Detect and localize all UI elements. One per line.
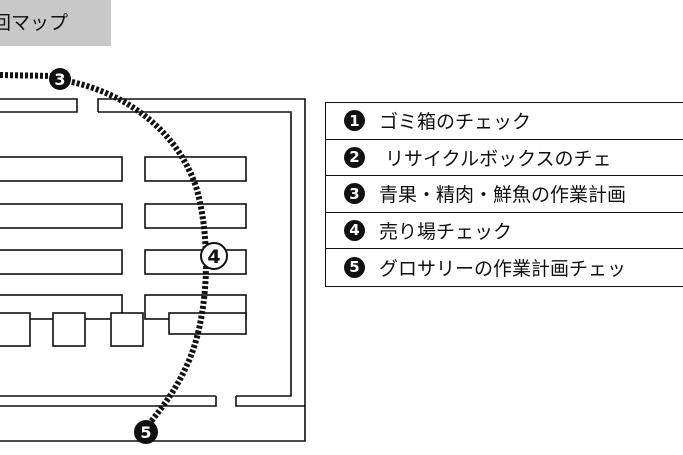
shelf xyxy=(168,312,247,335)
legend-item-5: 5 グロサリーの作業計画チェッ xyxy=(326,249,683,286)
legend-label-2: リサイクルボックスのチェ xyxy=(379,147,612,170)
outer-wall-right xyxy=(0,98,306,442)
shelf xyxy=(144,203,247,229)
store-walls xyxy=(0,98,306,442)
square-fixture xyxy=(110,312,144,347)
route-marker-4: 4 xyxy=(200,242,228,270)
legend-item-3: 3 青果・精肉・鮮魚の作業計画 xyxy=(326,176,683,213)
square-fixture xyxy=(52,312,86,347)
shelf xyxy=(0,203,123,229)
bottom-counter-wall xyxy=(0,396,305,407)
route-marker-5-label: 5 xyxy=(140,423,151,442)
legend-label-1: ゴミ箱のチェック xyxy=(379,111,532,134)
shelf xyxy=(144,294,247,320)
legend-num-3: 3 xyxy=(344,183,365,205)
shelf xyxy=(0,249,123,275)
route-marker-3-label: 3 xyxy=(54,70,65,89)
shelf xyxy=(0,156,123,182)
legend-label-4: 売り場チェック xyxy=(379,220,513,243)
legend-num-2: 2 xyxy=(344,146,365,168)
route-marker-5: 5 xyxy=(134,420,158,444)
top-wall-left xyxy=(0,98,78,113)
legend-num-1: 1 xyxy=(344,110,365,132)
legend-item-4: 4 売り場チェック xyxy=(326,213,683,249)
route-legend: 1 ゴミ箱のチェック 2 リサイクルボックスのチェ 3 青果・精肉・鮮魚の作業計… xyxy=(325,102,683,287)
inner-wall xyxy=(98,111,292,397)
square-fixture xyxy=(0,312,31,347)
legend-num-4: 4 xyxy=(344,219,365,241)
shelf xyxy=(144,249,247,275)
route-marker-4-label: 4 xyxy=(207,246,220,268)
shelves xyxy=(0,156,247,347)
route-marker-3: 3 xyxy=(49,68,71,90)
route-path-in xyxy=(0,72,53,79)
legend-item-2: 2 リサイクルボックスのチェ xyxy=(326,140,683,176)
map-title-tab: 回マップ xyxy=(0,0,111,46)
legend-num-5: 5 xyxy=(344,256,365,278)
legend-item-1: 1 ゴミ箱のチェック xyxy=(326,103,683,140)
map-title: 回マップ xyxy=(0,12,69,34)
legend-label-3: 青果・精肉・鮮魚の作業計画 xyxy=(379,184,627,207)
legend-label-5: グロサリーの作業計画チェッ xyxy=(379,257,627,280)
